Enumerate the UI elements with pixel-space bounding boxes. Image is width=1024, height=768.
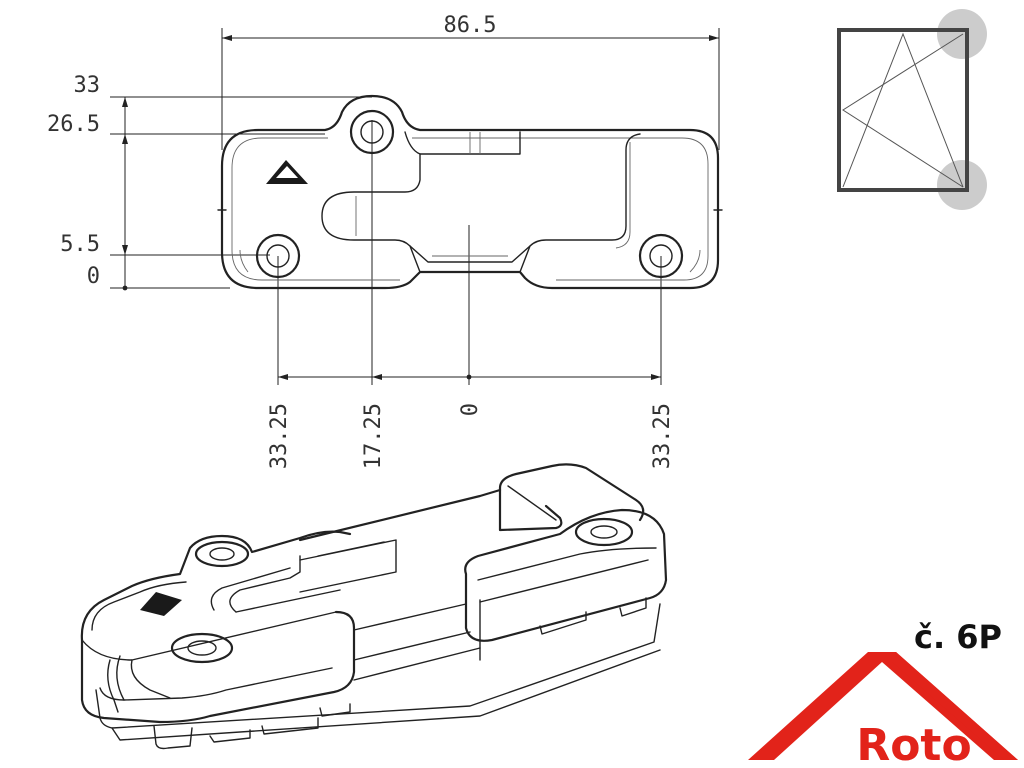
- orientation-marker-iso-icon: [140, 592, 182, 616]
- part-plan-view: [217, 94, 723, 290]
- dim-left-5-5: 5.5: [60, 232, 100, 257]
- window-tilt-turn-icon: [837, 9, 987, 210]
- part-isometric-view: [80, 463, 668, 750]
- dim-top-width: 86.5: [444, 13, 497, 38]
- dim-bottom-17-25: 17.25: [361, 403, 386, 469]
- dim-bottom-0: 0: [458, 403, 483, 416]
- roto-logo-icon: Roto: [748, 652, 1018, 768]
- product-code: č. 6P: [914, 618, 1002, 656]
- dim-left-0: 0: [87, 264, 100, 289]
- logo-text: Roto: [856, 720, 971, 768]
- dim-bottom-33-25-right: 33.25: [650, 403, 675, 469]
- dim-left-33: 33: [74, 73, 101, 98]
- dimension-left: 33 26.5 5.5 0: [47, 73, 372, 291]
- dim-bottom-33-25-left: 33.25: [267, 403, 292, 469]
- dimension-top: 86.5: [221, 13, 720, 150]
- dim-left-26-5: 26.5: [47, 112, 100, 137]
- dimension-bottom: 33.25 17.25 0 33.25: [267, 120, 675, 469]
